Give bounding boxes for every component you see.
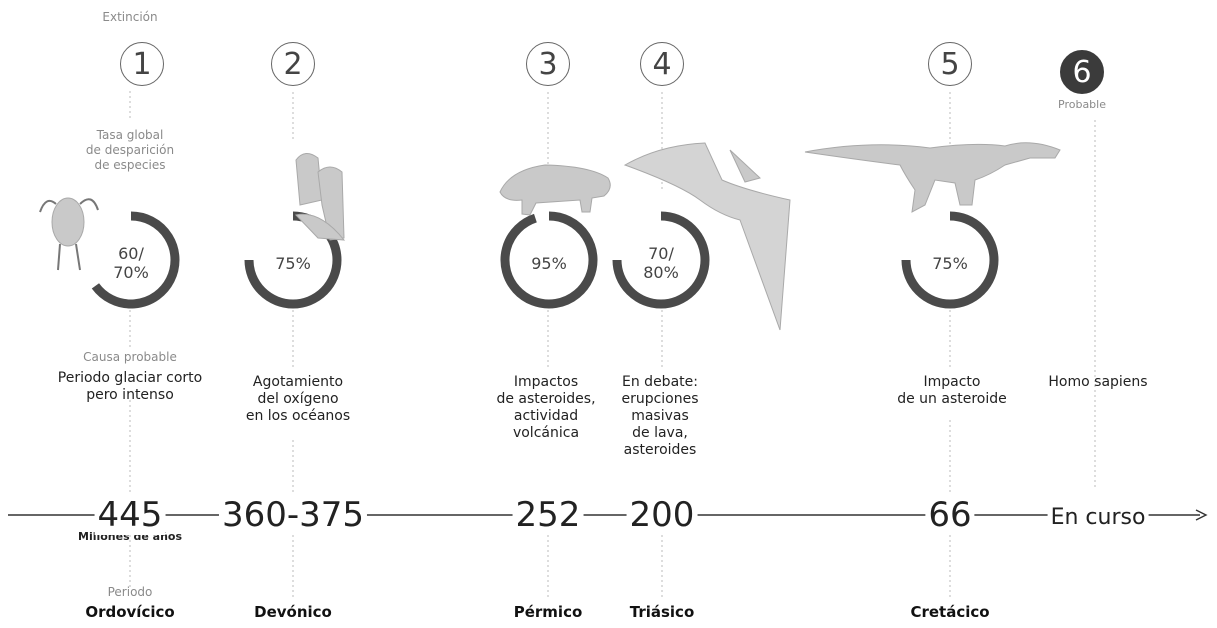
cause-4: En debate: erupciones masivas de lava, a… xyxy=(621,374,698,459)
cause-line: Impactos xyxy=(513,374,579,390)
year-6: En curso xyxy=(1047,498,1149,538)
cause-line: del oxígeno xyxy=(257,391,339,407)
rate-percent-2: 75% xyxy=(275,254,311,273)
extinction-number-3: 3 xyxy=(526,42,570,86)
period-3: Pérmico xyxy=(513,603,583,621)
period-2: Devónico xyxy=(254,603,332,621)
devonian-fossil-icon xyxy=(295,153,346,241)
cause-line: actividad xyxy=(513,408,579,424)
cause-line: pero intenso xyxy=(86,387,174,403)
percent-line: 60/ xyxy=(118,244,144,263)
fossil-illustrations xyxy=(39,142,1061,331)
percent-line: 80% xyxy=(643,263,679,282)
year-2: 360-375 xyxy=(218,495,368,535)
cause-line: de asteroides, xyxy=(496,391,596,407)
cause-line: de un asteroide xyxy=(897,391,1007,407)
rate-percent-5: 75% xyxy=(932,254,968,273)
cause-line: erupciones xyxy=(621,391,699,407)
trilobite-icon xyxy=(39,197,99,271)
year-5: 66 xyxy=(925,495,975,535)
cause-1: Periodo glaciar corto pero intenso xyxy=(58,370,202,404)
rate-ring-4 xyxy=(612,211,710,309)
cause-line: Agotamiento xyxy=(252,374,344,390)
rate-label-line: de desparición xyxy=(85,143,175,157)
dinosaur-skeleton-icon xyxy=(804,142,1061,213)
year-3: 252 xyxy=(512,495,584,535)
percent-line: 70/ xyxy=(648,244,674,263)
extinction-label: Extinción xyxy=(102,10,158,24)
rate-label-line: Tasa global xyxy=(96,128,164,142)
cause-label: Causa probable xyxy=(83,350,177,364)
extinction-number-5: 5 xyxy=(928,42,972,86)
pterosaur-icon xyxy=(623,142,791,331)
year-1: 445 xyxy=(94,495,166,535)
extinction-number-4: 4 xyxy=(640,42,684,86)
rate-label-line: de especies xyxy=(94,158,166,172)
cause-line: en los océanos xyxy=(245,408,351,424)
period-1: Ordovícico xyxy=(85,603,175,621)
rate-ring-1 xyxy=(91,211,180,309)
timeline-arrow-icon xyxy=(1195,509,1208,521)
period-label: Periodo xyxy=(107,585,153,599)
period-4: Triásico xyxy=(629,603,695,621)
cause-6: Homo sapiens xyxy=(1048,374,1147,391)
cause-3: Impactos de asteroides, actividad volcán… xyxy=(496,374,595,442)
cause-line: Homo sapiens xyxy=(1048,374,1148,390)
extinction-rate-rings xyxy=(91,211,999,309)
extinction-number-2: 2 xyxy=(271,42,315,86)
period-5: Cretácico xyxy=(910,603,990,621)
extinction-number-1: 1 xyxy=(120,42,164,86)
cause-line: Impacto xyxy=(923,374,981,390)
rate-ring-3 xyxy=(500,211,598,309)
extinction-number-6: 6 xyxy=(1060,50,1104,94)
permian-reptile-icon xyxy=(499,164,611,216)
cause-5: Impacto de un asteroide xyxy=(897,374,1007,408)
rate-percent-4: 70/ 80% xyxy=(643,244,679,282)
cause-line: En debate: xyxy=(622,374,698,390)
rate-percent-1: 60/ 70% xyxy=(113,244,149,282)
probable-label: Probable xyxy=(1058,98,1106,111)
rate-label: Tasa global de desparición de especies xyxy=(86,128,174,173)
cause-line: volcánica xyxy=(512,425,580,441)
rate-ring-5 xyxy=(901,211,999,309)
cause-line: masivas xyxy=(631,408,689,424)
cause-line: de lava, xyxy=(632,425,688,441)
cause-2: Agotamiento del oxígeno en los océanos xyxy=(246,374,350,425)
year-4: 200 xyxy=(626,495,698,535)
rate-percent-3: 95% xyxy=(531,254,567,273)
cause-line: Periodo glaciar corto xyxy=(57,370,203,386)
percent-line: 70% xyxy=(113,263,149,282)
cause-line: asteroides xyxy=(623,442,697,458)
